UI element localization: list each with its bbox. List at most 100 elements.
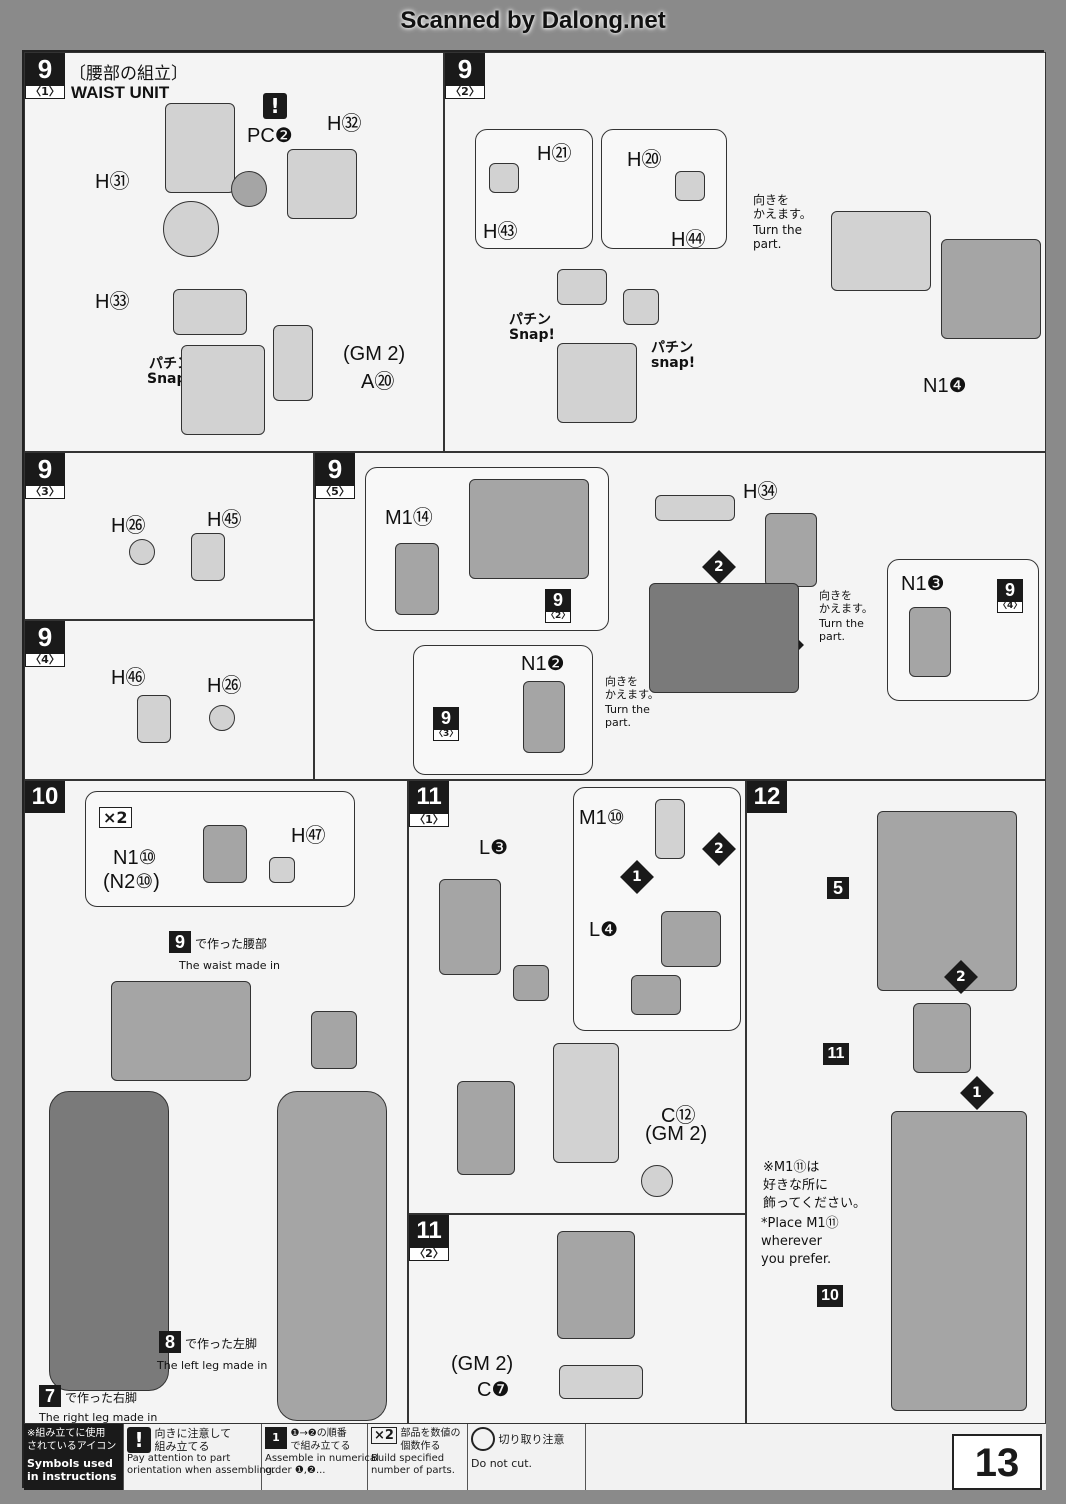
hip-block-h34 xyxy=(655,495,735,521)
part-label-h20: H⑳ xyxy=(627,149,662,171)
order-icon: 1 xyxy=(265,1427,287,1449)
ref-11: 11 xyxy=(823,1043,849,1065)
step-sub: 〈2〉 xyxy=(445,85,485,99)
hip-joint-part xyxy=(557,269,607,305)
part-label-gm2: (GM 2) xyxy=(451,1353,514,1375)
legend-header-jp: ※組み立てに使用 されているアイコン xyxy=(27,1428,117,1452)
right-leg-jp: で作った右脚 xyxy=(65,1391,138,1405)
left-leg-ref: 8 xyxy=(159,1331,181,1353)
legend-orientation-jp: 向きに注意して 組み立てる xyxy=(154,1427,232,1453)
ref-9-2: 9 〈2〉 xyxy=(545,589,571,623)
waist-assembly-part xyxy=(181,345,265,435)
ref-sub: 〈3〉 xyxy=(433,729,459,741)
step-number: 9 xyxy=(25,453,65,485)
armor-n1-2 xyxy=(523,681,565,753)
step-badge: 11 〈1〉 xyxy=(409,781,449,827)
rear-skirt-part xyxy=(469,479,589,579)
legend-do-not-cut-en: Do not cut. xyxy=(471,1457,533,1470)
hip-joint-part xyxy=(623,289,659,325)
step-number: 11 xyxy=(409,1215,449,1247)
right-leg-ref: 7 xyxy=(39,1385,61,1407)
note-en: *Place M1⑪ wherever you prefer. xyxy=(761,1216,839,1267)
quantity-icon: ×2 xyxy=(371,1427,397,1444)
turn-jp-2: 向きを かえます。 xyxy=(605,675,659,701)
ref-sub: 〈4〉 xyxy=(997,601,1023,613)
part-label-h34: H㉞ xyxy=(743,481,778,503)
socket-part xyxy=(191,533,225,581)
ref-number: 9 xyxy=(433,707,459,729)
part-label-h31: H㉛ xyxy=(95,171,130,193)
do-not-cut-icon xyxy=(641,1165,673,1197)
right-leg xyxy=(49,1091,169,1391)
step-11-2-panel: 11 〈2〉 (GM 2) C❼ xyxy=(408,1214,746,1424)
left-leg-en: The left leg made in xyxy=(157,1359,268,1372)
front-skirt-n1-4 xyxy=(941,239,1041,339)
snap-jp-2: パチン xyxy=(651,340,693,356)
do-not-cut-icon xyxy=(471,1427,495,1451)
note-jp: ※M1⑪は 好きな所に 飾ってください。 xyxy=(763,1160,866,1211)
legend-header-en: Symbols used in instructions xyxy=(27,1457,117,1483)
order-1-label: 1 xyxy=(632,869,642,885)
step-number: 9 xyxy=(25,621,65,653)
part-label-a20: A⑳ xyxy=(361,371,395,393)
snap-jp: パチン xyxy=(149,356,191,372)
part-label-h47: H㊼ xyxy=(291,825,326,847)
left-leg xyxy=(277,1091,387,1421)
cockpit-hatch-l3 xyxy=(439,879,501,975)
step-sub: 〈2〉 xyxy=(409,1247,449,1261)
ref-number: 9 xyxy=(997,579,1023,601)
waist-plate-part xyxy=(287,149,357,219)
torso-frame-c12 xyxy=(553,1043,619,1163)
part-label-l4: L❹ xyxy=(589,919,619,941)
ref-number: 8 xyxy=(159,1331,181,1353)
legend-quantity-en: Build specified number of parts. xyxy=(371,1453,455,1476)
step-11-1-panel: 11 〈1〉 L❸ M1⑩ 1 2 L❹ C⑫ (GM 2) xyxy=(408,780,746,1214)
step-12-panel: 12 5 2 11 1 ※M1⑪は 好きな所に 飾ってください。 *Place … xyxy=(746,780,1046,1424)
legend-quantity: ×2 部品を数値の 個数作る Build specified number of… xyxy=(368,1424,468,1490)
ref-9-3: 9 〈3〉 xyxy=(433,707,459,741)
legend-orientation-en: Pay attention to part orientation when a… xyxy=(127,1453,276,1476)
torso-block xyxy=(913,1003,971,1073)
turn-jp: 向きを かえます。 xyxy=(753,193,812,221)
part-label-h46: H㊻ xyxy=(111,667,146,689)
step-number: 9 xyxy=(315,453,355,485)
step-badge: 12 xyxy=(747,781,787,825)
step-number: 9 xyxy=(445,53,485,85)
part-label-h44: H㊹ xyxy=(671,229,706,251)
warning-icon: ! xyxy=(127,1427,151,1453)
ref-9-4: 9 〈4〉 xyxy=(997,579,1023,613)
waist-frame-part xyxy=(165,103,235,193)
part-label-m1-10: M1⑩ xyxy=(579,807,625,829)
step-sub: 〈5〉 xyxy=(315,485,355,499)
legend-quantity-jp: 部品を数値の 個数作る xyxy=(400,1428,461,1452)
scanner-credit: Scanned by Dalong.net xyxy=(400,7,666,34)
step-sub: 〈1〉 xyxy=(25,85,65,99)
side-armor-part xyxy=(765,513,817,587)
detail-circle xyxy=(163,201,219,257)
part-label-n1-4: N1❹ xyxy=(923,375,967,397)
armor-n1-10 xyxy=(203,825,247,883)
order-2-label: 2 xyxy=(956,969,966,985)
detail-bubble-right xyxy=(601,129,727,249)
waist-assembly-part xyxy=(557,343,637,423)
step-9-3-panel: 9 〈3〉 H㉖ H㊺ xyxy=(24,452,314,620)
part-label-h45: H㊺ xyxy=(207,509,242,531)
legend-orientation: ! 向きに注意して 組み立てる Pay attention to part or… xyxy=(124,1424,276,1490)
waist-ref: 9 xyxy=(169,931,191,953)
part-label-l3: L❸ xyxy=(479,837,509,859)
step-badge: 9 〈2〉 xyxy=(445,53,485,99)
armor-n1-3 xyxy=(909,607,951,677)
step-sub: 〈3〉 xyxy=(25,485,65,499)
left-leg-jp: で作った左脚 xyxy=(185,1337,258,1351)
joint-part xyxy=(675,171,705,201)
step-9-1-panel: 9 〈1〉 〔腰部の組立〕 WAIST UNIT ! PC❷ H㉜ H㉛ H㉝ … xyxy=(24,52,444,452)
part-label-pc2: PC❷ xyxy=(247,125,293,147)
part-label-h33: H㉝ xyxy=(95,291,130,313)
step-number: 11 xyxy=(409,781,449,813)
ball-joint-part xyxy=(129,539,155,565)
ref-number: 11 xyxy=(823,1043,849,1065)
quantity-x2-icon: ×2 xyxy=(99,807,132,828)
lower-body xyxy=(891,1111,1027,1411)
step-badge: 9 〈1〉 xyxy=(25,53,65,99)
part-label-c12: C⑫ xyxy=(661,1105,696,1127)
